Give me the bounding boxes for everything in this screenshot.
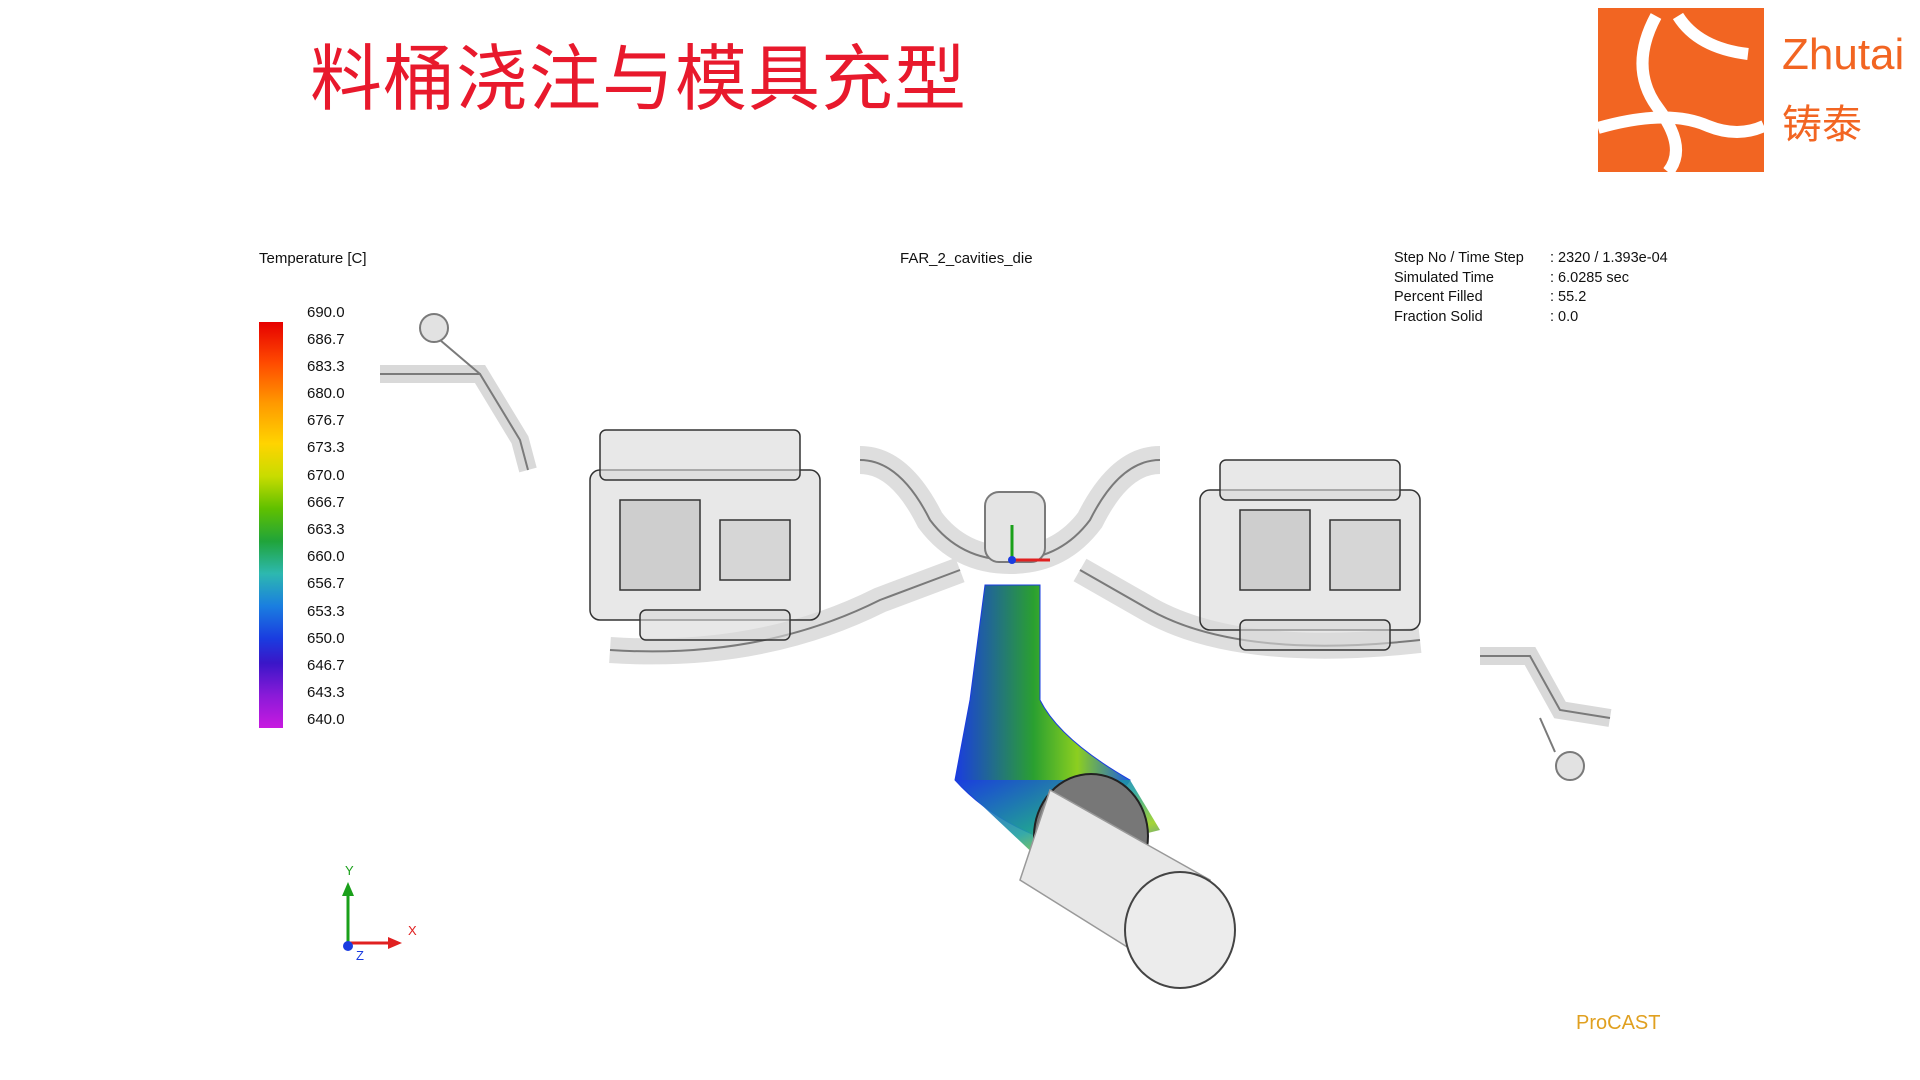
- zhutai-logo-icon: [1598, 8, 1764, 172]
- info-label-filled: Percent Filled: [1394, 289, 1483, 305]
- legend-tick: 676.7: [307, 412, 345, 429]
- logo-text-cjk: 铸泰: [1782, 102, 1862, 148]
- legend-tick: 656.7: [307, 575, 345, 592]
- legend-tick: 650.0: [307, 630, 345, 647]
- legend-tick: 673.3: [307, 439, 345, 456]
- axis-label-z: Z: [356, 948, 364, 963]
- model-origin-axes: [1008, 525, 1050, 564]
- info-value-step: : 2320 / 1.393e-04: [1550, 250, 1668, 266]
- legend-tick: 666.7: [307, 494, 345, 511]
- axis-label-x: X: [408, 923, 417, 938]
- info-value-time: : 6.0285 sec: [1550, 270, 1629, 286]
- logo-text-latin: Zhutai: [1782, 30, 1905, 79]
- left-cavity: [589, 429, 821, 641]
- legend-tick: 680.0: [307, 385, 345, 402]
- legend-tick: 640.0: [307, 711, 345, 728]
- model-name: FAR_2_cavities_die: [900, 250, 1033, 267]
- legend-tick: 660.0: [307, 548, 345, 565]
- legend-tick: 683.3: [307, 358, 345, 375]
- software-label: ProCAST: [1576, 1012, 1661, 1034]
- legend-tick: 686.7: [307, 331, 345, 348]
- info-label-solid: Fraction Solid: [1394, 309, 1483, 325]
- legend-title: Temperature [C]: [259, 250, 367, 267]
- legend-tick: 670.0: [307, 467, 345, 484]
- temperature-colorbar: [259, 322, 283, 728]
- info-value-solid: : 0.0: [1550, 309, 1579, 325]
- legend-tick: 653.3: [307, 603, 345, 620]
- legend-tick: 690.0: [307, 304, 345, 321]
- legend-tick: 643.3: [307, 684, 345, 701]
- info-label-time: Simulated Time: [1394, 270, 1494, 286]
- info-value-filled: : 55.2: [1550, 289, 1587, 305]
- legend-tick: 663.3: [307, 521, 345, 538]
- shot-sleeve: [954, 584, 1236, 989]
- axis-label-y: Y: [345, 863, 354, 878]
- slide-title: 料桶浇注与模具充型: [310, 37, 968, 121]
- axis-triad: [342, 882, 402, 951]
- right-cavity: [1199, 459, 1421, 651]
- legend-tick: 646.7: [307, 657, 345, 674]
- info-label-step: Step No / Time Step: [1394, 250, 1524, 266]
